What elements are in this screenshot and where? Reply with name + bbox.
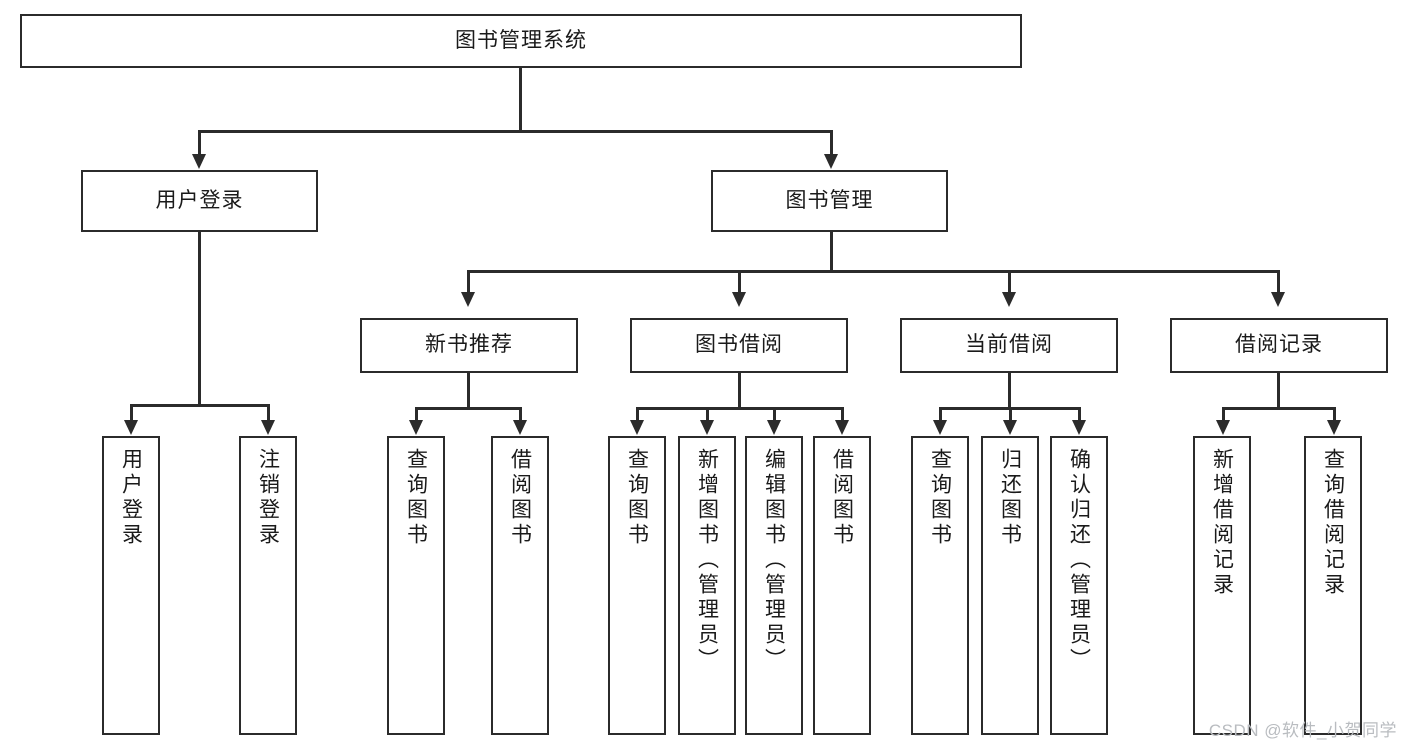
node-book-manage[interactable]: 图书管理 (711, 170, 948, 232)
connector-new-book-rec-bus (415, 407, 522, 410)
arrowhead-book-manage (824, 154, 838, 169)
arrowhead-leaf-borrow-edit-book (767, 420, 781, 435)
node-leaf-cur-query-book[interactable]: 查询图书 (911, 436, 969, 735)
node-book-borrow-label: 图书借阅 (695, 333, 783, 357)
node-root[interactable]: 图书管理系统 (20, 14, 1022, 68)
connector-borrow-record-bus (1222, 407, 1336, 410)
node-book-manage-label: 图书管理 (785, 188, 874, 212)
arrowhead-leaf-user-logout (261, 420, 275, 435)
node-current-borrow-label: 当前借阅 (965, 333, 1053, 357)
connector-to-current-borrow (1008, 270, 1011, 293)
node-leaf-borrow-borrow-book[interactable]: 借阅图书 (813, 436, 871, 735)
arrowhead-leaf-cur-query-book (933, 420, 947, 435)
connector-root-stem (519, 68, 522, 132)
node-new-book-rec[interactable]: 新书推荐 (360, 318, 578, 373)
node-borrow-record[interactable]: 借阅记录 (1170, 318, 1388, 373)
arrowhead-leaf-borrow-add-book (700, 420, 714, 435)
connector-to-leaf-borrow-borrow-book (841, 407, 844, 421)
connector-to-leaf-borrow-add-book (706, 407, 709, 421)
node-leaf-user-logout[interactable]: 注销登录 (239, 436, 297, 735)
connector-root-bus (198, 130, 832, 133)
connector-to-new-book-rec (467, 270, 470, 293)
arrowhead-leaf-rec-borrow-book (513, 420, 527, 435)
connector-user-login-stem (198, 232, 201, 406)
arrowhead-new-book-rec (461, 292, 475, 307)
arrowhead-book-borrow (732, 292, 746, 307)
node-leaf-rec-borrow-book-label: 借阅图书 (508, 448, 532, 548)
arrowhead-leaf-rec-query-book (409, 420, 423, 435)
arrowhead-leaf-rec-add-record (1216, 420, 1230, 435)
connector-to-book-manage (830, 130, 833, 155)
node-leaf-user-logout-label: 注销登录 (256, 448, 280, 548)
node-leaf-borrow-query-book-label: 查询图书 (625, 448, 649, 548)
node-leaf-borrow-edit-book-label: 编辑图书（管理员） (762, 448, 786, 673)
node-leaf-cur-confirm-return-label: 确认归还（管理员） (1067, 448, 1091, 673)
connector-book-manage-stem (830, 232, 833, 272)
node-leaf-rec-add-record[interactable]: 新增借阅记录 (1193, 436, 1251, 735)
connector-to-leaf-cur-return-book (1009, 407, 1012, 421)
arrowhead-current-borrow (1002, 292, 1016, 307)
node-leaf-borrow-add-book-label: 新增图书（管理员） (695, 448, 719, 673)
node-user-login[interactable]: 用户登录 (81, 170, 318, 232)
node-leaf-cur-confirm-return[interactable]: 确认归还（管理员） (1050, 436, 1108, 735)
node-leaf-user-login[interactable]: 用户登录 (102, 436, 160, 735)
csdn-watermark: CSDN @软件_小贺同学 (1208, 721, 1397, 740)
node-leaf-borrow-edit-book[interactable]: 编辑图书（管理员） (745, 436, 803, 735)
connector-borrow-record-stem (1277, 373, 1280, 409)
arrowhead-user-login (192, 154, 206, 169)
connector-to-leaf-rec-add-record (1222, 407, 1225, 421)
node-leaf-rec-add-record-label: 新增借阅记录 (1210, 448, 1234, 598)
connector-book-borrow-stem (738, 373, 741, 409)
connector-to-leaf-cur-query-book (939, 407, 942, 421)
node-leaf-borrow-borrow-book-label: 借阅图书 (830, 448, 854, 548)
connector-new-book-rec-stem (467, 373, 470, 409)
node-new-book-rec-label: 新书推荐 (425, 333, 513, 357)
arrowhead-leaf-rec-query-record (1327, 420, 1341, 435)
node-leaf-rec-query-book-label: 查询图书 (404, 448, 428, 548)
connector-book-manage-bus (467, 270, 1279, 273)
connector-to-user-login (198, 130, 201, 155)
node-leaf-rec-borrow-book[interactable]: 借阅图书 (491, 436, 549, 735)
node-root-label: 图书管理系统 (455, 28, 587, 52)
connector-to-leaf-borrow-edit-book (773, 407, 776, 421)
node-leaf-rec-query-record-label: 查询借阅记录 (1321, 448, 1345, 598)
node-leaf-borrow-query-book[interactable]: 查询图书 (608, 436, 666, 735)
connector-to-borrow-record (1277, 270, 1280, 293)
node-leaf-borrow-add-book[interactable]: 新增图书（管理员） (678, 436, 736, 735)
node-leaf-cur-query-book-label: 查询图书 (928, 448, 952, 548)
connector-to-leaf-borrow-query-book (636, 407, 639, 421)
node-book-borrow[interactable]: 图书借阅 (630, 318, 848, 373)
connector-to-book-borrow (738, 270, 741, 293)
arrowhead-leaf-cur-confirm-return (1072, 420, 1086, 435)
node-leaf-rec-query-record[interactable]: 查询借阅记录 (1304, 436, 1362, 735)
node-current-borrow[interactable]: 当前借阅 (900, 318, 1118, 373)
node-leaf-user-login-label: 用户登录 (119, 448, 143, 548)
connector-current-borrow-stem (1008, 373, 1011, 409)
arrowhead-borrow-record (1271, 292, 1285, 307)
arrowhead-leaf-user-login (124, 420, 138, 435)
connector-book-borrow-bus (636, 407, 844, 410)
connector-user-login-bus (130, 404, 269, 407)
arrowhead-leaf-cur-return-book (1003, 420, 1017, 435)
node-user-login-label: 用户登录 (155, 188, 244, 212)
node-leaf-cur-return-book-label: 归还图书 (998, 448, 1022, 548)
connector-to-leaf-user-logout (267, 404, 270, 421)
connector-to-leaf-rec-borrow-book (519, 407, 522, 421)
node-borrow-record-label: 借阅记录 (1235, 333, 1323, 357)
connector-to-leaf-cur-confirm-return (1078, 407, 1081, 421)
connector-to-leaf-rec-query-book (415, 407, 418, 421)
node-leaf-cur-return-book[interactable]: 归还图书 (981, 436, 1039, 735)
connector-to-leaf-user-login (130, 404, 133, 421)
arrowhead-leaf-borrow-query-book (630, 420, 644, 435)
arrowhead-leaf-borrow-borrow-book (835, 420, 849, 435)
connector-to-leaf-rec-query-record (1333, 407, 1336, 421)
node-leaf-rec-query-book[interactable]: 查询图书 (387, 436, 445, 735)
